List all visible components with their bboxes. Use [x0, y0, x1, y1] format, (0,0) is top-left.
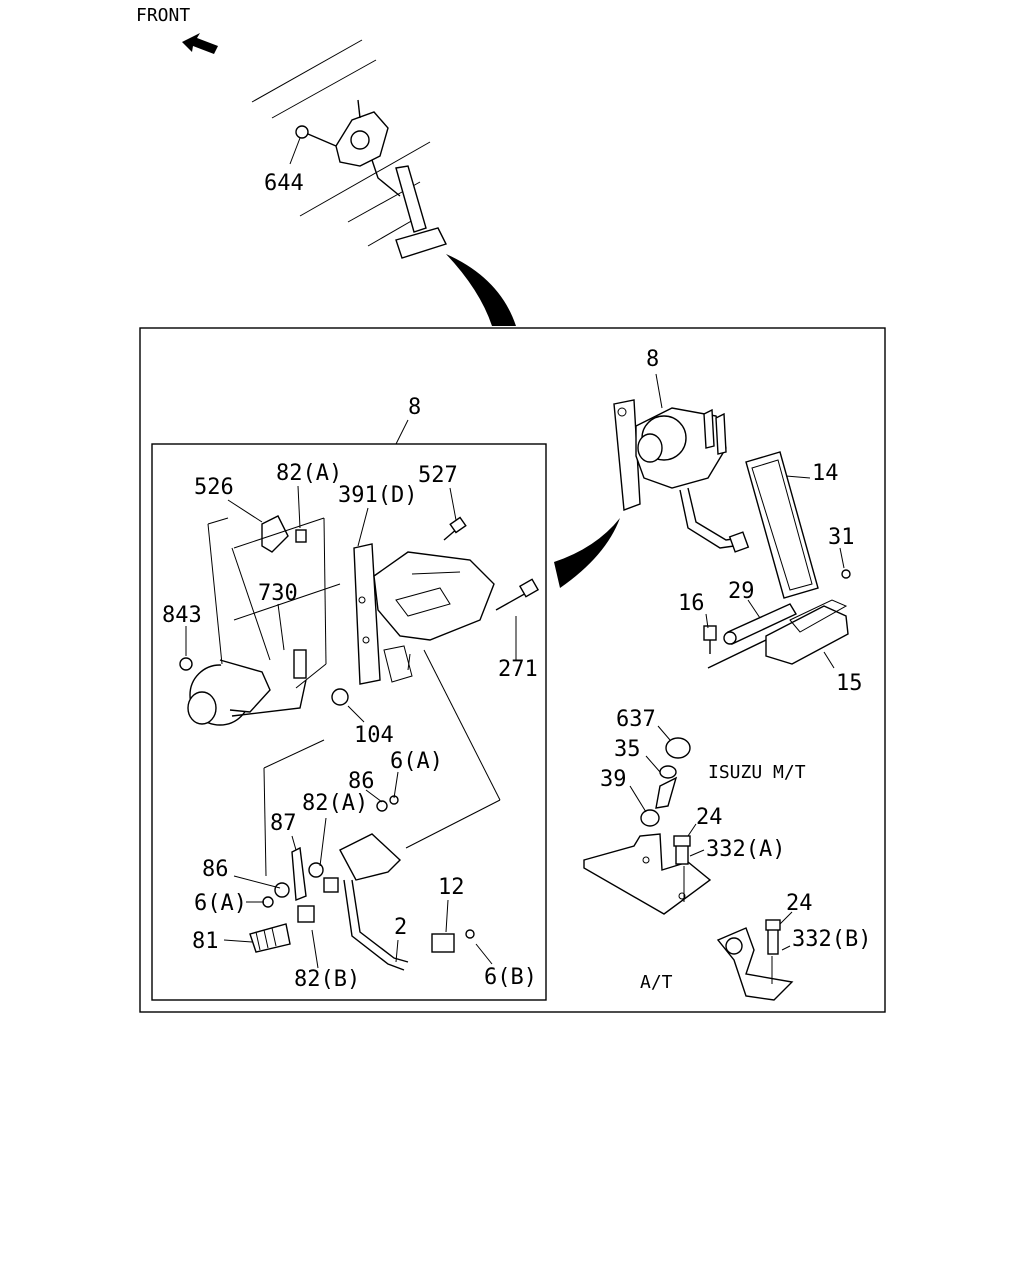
label-526: 526	[194, 475, 234, 500]
note-at: A/T	[640, 972, 673, 993]
label-6a-low: 6(A)	[194, 891, 247, 916]
callout-arrow-top	[446, 254, 516, 326]
right-leaders	[655, 373, 845, 669]
note-isuzu-mt: ISUZU M/T	[708, 762, 806, 783]
label-8-box: 8	[408, 395, 421, 420]
label-271: 271	[498, 657, 538, 682]
label-39: 39	[600, 767, 627, 792]
overview-pedal-drawing	[251, 39, 447, 259]
label-24-at: 24	[786, 891, 813, 916]
label-86-low: 86	[202, 857, 229, 882]
leader-8-box	[395, 419, 409, 445]
label-87: 87	[270, 811, 297, 836]
label-81: 81	[192, 929, 219, 954]
label-843: 843	[162, 603, 202, 628]
label-82a-top: 82(A)	[276, 461, 342, 486]
callout-arrow-right	[554, 518, 620, 588]
label-24-mt: 24	[696, 805, 723, 830]
assembled-pedal-drawing	[613, 399, 851, 669]
leader-644	[289, 137, 301, 165]
label-16: 16	[678, 591, 705, 616]
front-label: FRONT	[136, 5, 190, 26]
detail-box	[151, 443, 547, 1001]
label-6a-mid: 6(A)	[390, 749, 443, 774]
label-104: 104	[354, 723, 394, 748]
label-332a: 332(A)	[706, 837, 785, 862]
label-29: 29	[728, 579, 755, 604]
label-644: 644	[264, 171, 304, 196]
label-6b: 6(B)	[484, 965, 537, 990]
label-332b: 332(B)	[792, 927, 871, 952]
label-637: 637	[616, 707, 656, 732]
label-730: 730	[258, 581, 298, 606]
label-12: 12	[438, 875, 465, 900]
label-2: 2	[394, 915, 407, 940]
label-527: 527	[418, 463, 458, 488]
main-frame	[139, 327, 886, 1013]
label-82b: 82(B)	[294, 967, 360, 992]
label-82a-mid: 82(A)	[302, 791, 368, 816]
detail-leaders	[185, 485, 517, 969]
label-8-main: 8	[646, 347, 659, 372]
label-391d: 391(D)	[338, 483, 417, 508]
front-arrow-icon	[182, 33, 218, 54]
label-14: 14	[812, 461, 839, 486]
label-35: 35	[614, 737, 641, 762]
label-86-mid: 86	[348, 769, 375, 794]
bracket-parts-drawing	[583, 737, 794, 1001]
bracket-leaders	[629, 725, 793, 951]
label-31: 31	[828, 525, 855, 550]
label-15: 15	[836, 671, 863, 696]
detail-parts-drawing	[179, 515, 540, 971]
